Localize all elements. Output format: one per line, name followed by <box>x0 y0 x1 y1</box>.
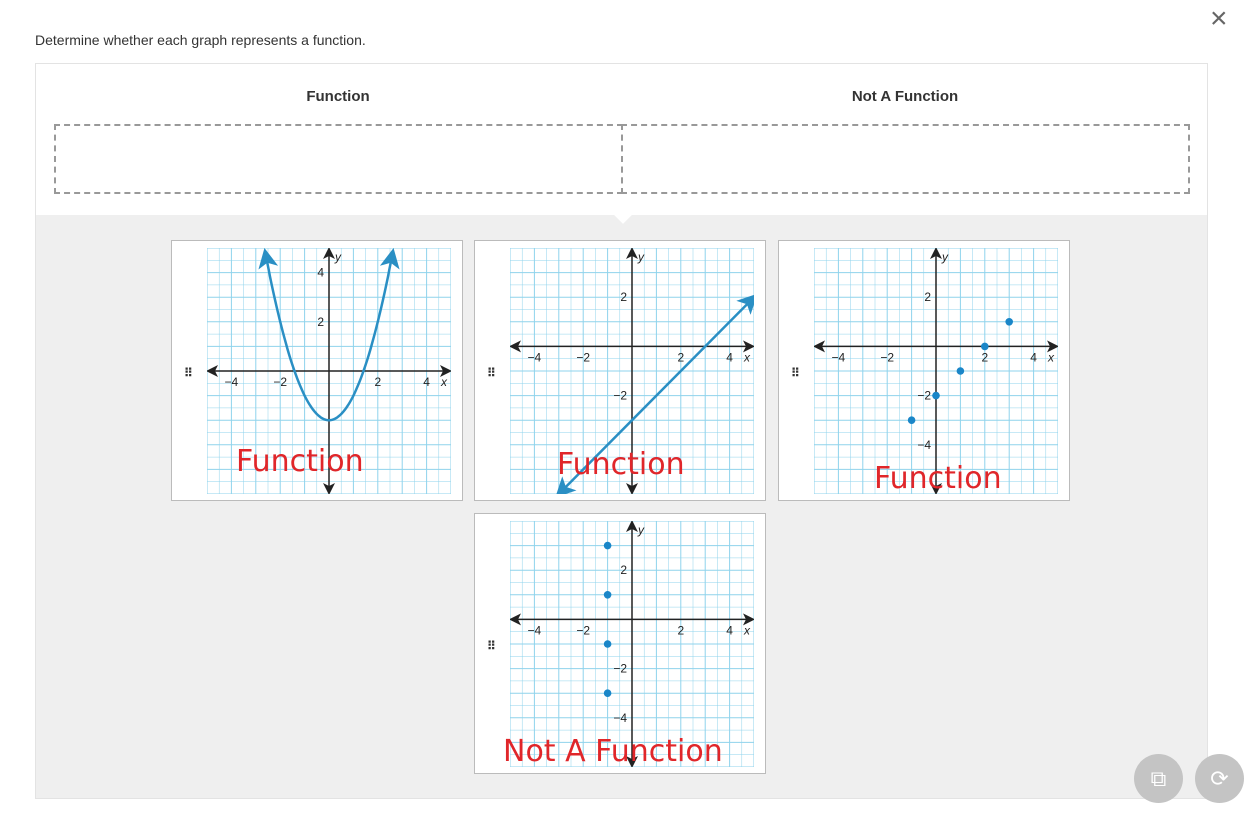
x-tick-label: −4 <box>528 350 542 364</box>
x-axis-label: x <box>743 350 751 364</box>
column-title-not-function: Not A Function <box>851 88 959 105</box>
y-tick-label: 2 <box>317 315 324 329</box>
x-tick-label: −4 <box>832 350 846 364</box>
column-title-function: Function <box>306 88 370 105</box>
drag-handle-icon[interactable]: ⠿ <box>184 366 193 380</box>
x-tick-label: −2 <box>576 623 590 637</box>
y-axis-label: y <box>334 250 342 264</box>
y-tick-label: 2 <box>620 563 627 577</box>
y-tick-label: 4 <box>317 266 324 280</box>
answer-label: Function <box>557 447 685 482</box>
y-tick-label: 2 <box>924 290 931 304</box>
data-point <box>932 391 940 400</box>
drag-handle-icon[interactable]: ⠿ <box>487 639 496 653</box>
drop-zone-not-function[interactable] <box>621 124 1190 194</box>
y-axis-label: y <box>637 250 645 264</box>
x-tick-label: 4 <box>1030 350 1037 364</box>
x-tick-label: 4 <box>726 350 733 364</box>
drop-zone-header: Function Not A Function <box>36 64 1207 215</box>
drag-handle-icon[interactable]: ⠿ <box>791 366 800 380</box>
data-point <box>1005 318 1013 326</box>
x-tick-label: −4 <box>225 375 239 389</box>
external-link-icon: ⧉ <box>1150 765 1167 791</box>
y-tick-label: −4 <box>917 438 931 452</box>
rotate-image-icon: ⟳ <box>1210 765 1229 791</box>
instructions: Determine whether each graph represents … <box>35 32 366 48</box>
close-button[interactable]: × <box>1210 2 1228 35</box>
rotate-image-button[interactable]: ⟳ <box>1195 754 1244 803</box>
x-tick-label: 2 <box>981 350 988 364</box>
x-tick-label: 2 <box>374 375 381 389</box>
x-tick-label: −2 <box>880 350 894 364</box>
parabola-curve <box>258 248 400 422</box>
answer-label: Function <box>874 461 1002 496</box>
answer-label: Not A Function <box>503 734 723 769</box>
y-tick-label: −4 <box>613 711 627 725</box>
drop-zone-function[interactable] <box>54 124 623 194</box>
answer-label: Function <box>236 444 364 479</box>
data-point <box>981 342 989 351</box>
drag-handle-icon[interactable]: ⠿ <box>487 366 496 380</box>
y-tick-label: −2 <box>917 389 931 403</box>
data-point <box>603 541 612 550</box>
x-tick-label: 4 <box>726 623 733 637</box>
data-point <box>603 591 612 599</box>
open-external-button[interactable]: ⧉ <box>1134 754 1183 803</box>
x-tick-label: 4 <box>423 375 430 389</box>
y-tick-label: 2 <box>620 290 627 304</box>
x-axis-label: x <box>743 623 751 637</box>
x-axis-label: x <box>1047 350 1055 364</box>
x-tick-label: 2 <box>677 623 684 637</box>
x-tick-label: −4 <box>528 623 542 637</box>
y-tick-label: −2 <box>613 662 627 676</box>
y-axis-label: y <box>941 250 949 264</box>
y-axis-label: y <box>637 523 645 537</box>
data-point <box>603 689 612 697</box>
data-point <box>907 416 916 424</box>
x-tick-label: −2 <box>273 375 287 389</box>
x-tick-label: 2 <box>677 350 684 364</box>
line-graph <box>555 293 754 494</box>
y-tick-label: −2 <box>613 389 627 403</box>
x-axis-label: x <box>440 375 448 389</box>
data-point <box>603 640 612 648</box>
data-point <box>956 367 965 375</box>
x-tick-label: −2 <box>576 350 590 364</box>
